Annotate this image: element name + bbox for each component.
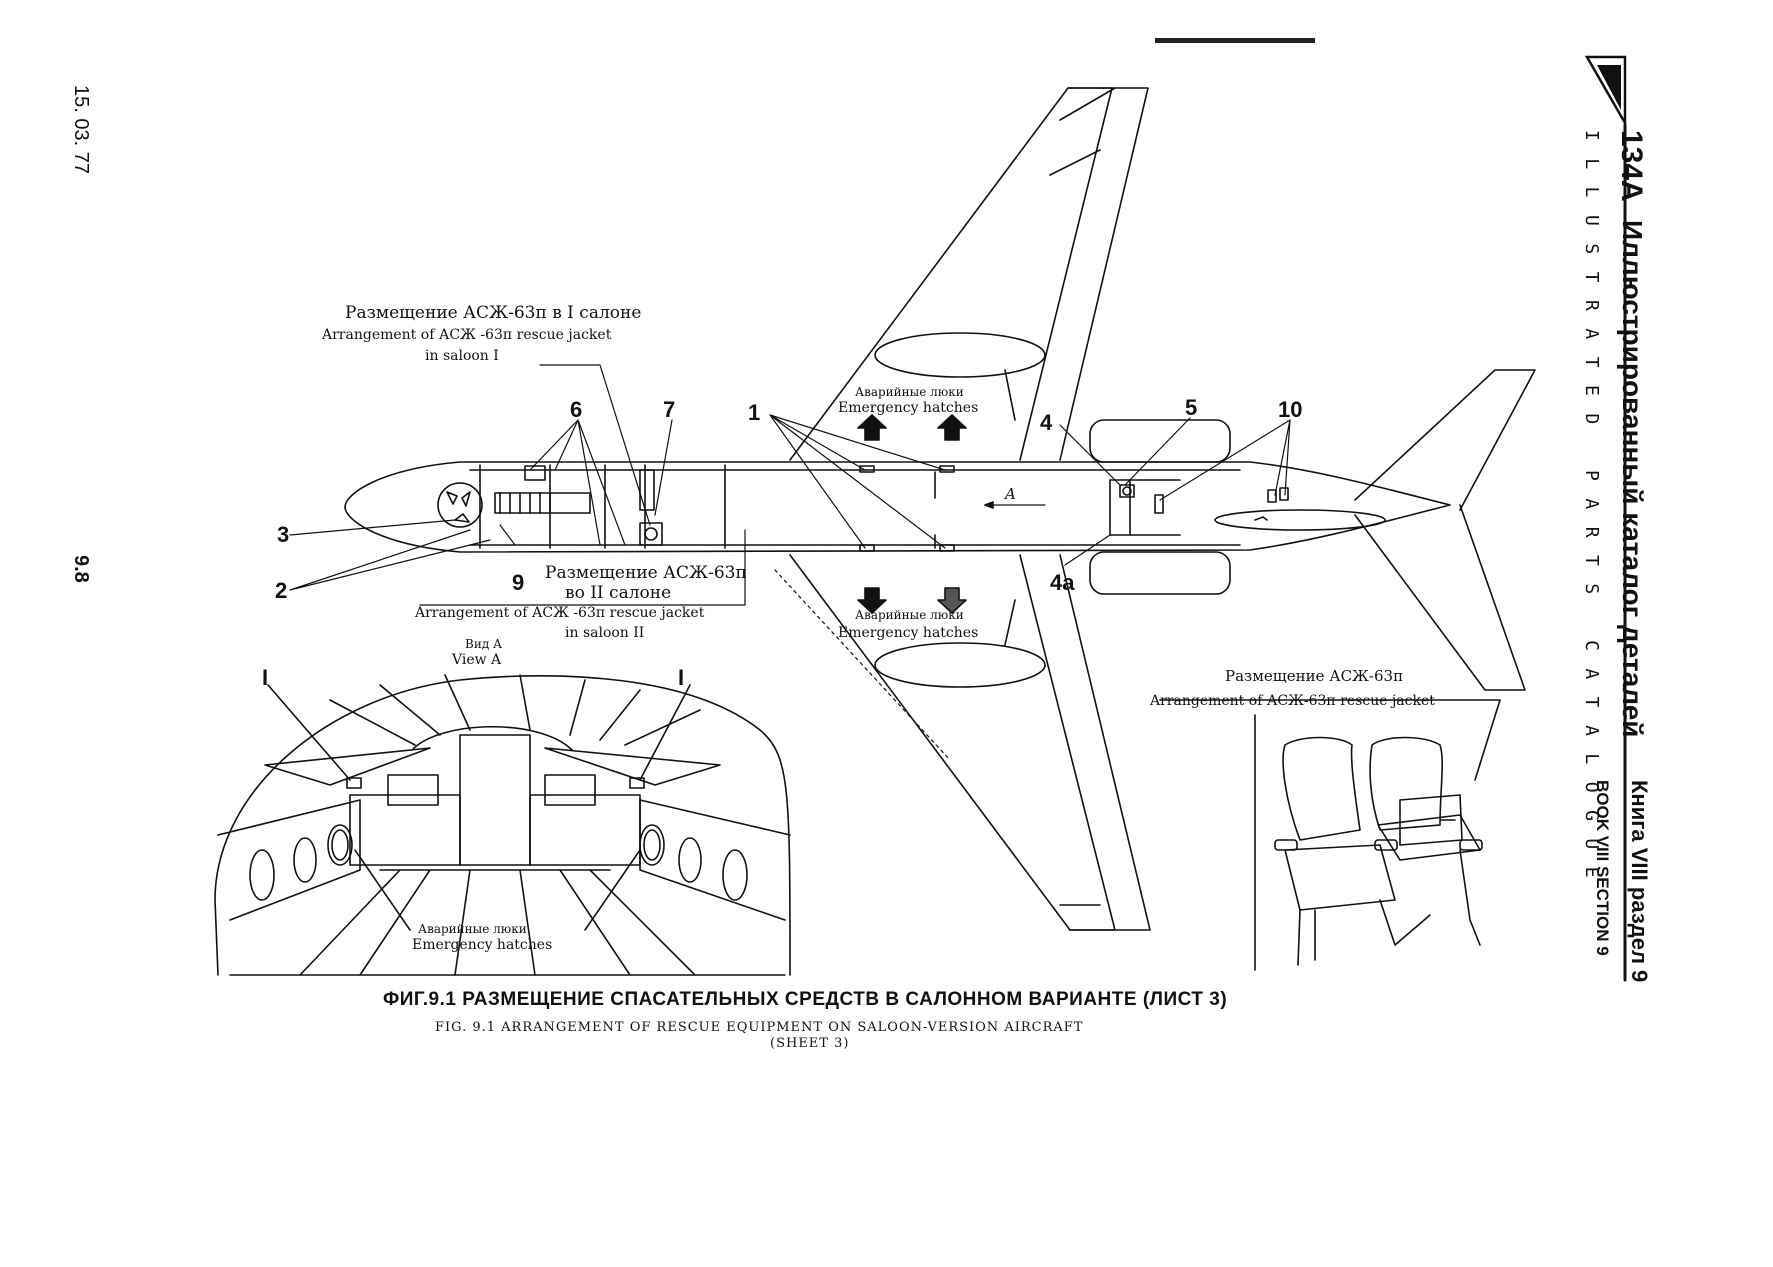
callout-7: 7 bbox=[663, 397, 676, 422]
page-date: 15. 03. 77 bbox=[70, 85, 92, 174]
figure-caption-en-2: (SHEET 3) bbox=[770, 1036, 850, 1051]
view-callout-1-right: I bbox=[678, 665, 685, 690]
saloon1-label-ru: Размещение АСЖ-63п в I салоне bbox=[345, 303, 642, 323]
upper-wing bbox=[789, 87, 1149, 461]
tupolev-logo-icon bbox=[1585, 55, 1627, 125]
section-arrow-label: A bbox=[1005, 485, 1016, 503]
hatches-bottom-ru: Аварийные люки bbox=[855, 608, 964, 622]
view-a-cabin-interior bbox=[214, 674, 791, 976]
hatch-arrows bbox=[857, 414, 967, 614]
callout-10: 10 bbox=[1278, 397, 1303, 422]
saloon1-label-en-2: in saloon I bbox=[425, 348, 499, 364]
hatches-top-en: Emergency hatches bbox=[838, 400, 979, 416]
logo-mark bbox=[1585, 55, 1627, 125]
saloon2-label-ru-2: во II салоне bbox=[565, 583, 672, 603]
book-label-ru: Книга VIII раздел 9 bbox=[1627, 780, 1652, 983]
model-number: 134A bbox=[1615, 130, 1648, 202]
cockpit-seats bbox=[437, 465, 663, 546]
callout-leaders bbox=[289, 414, 1291, 591]
catalog-title-ru: Иллюстрированный каталог деталей bbox=[1617, 220, 1648, 738]
callout-9: 9 bbox=[512, 570, 525, 595]
seat-label-en: Arrangement of АСЖ-63п rescue jacket bbox=[1150, 693, 1435, 709]
figure-caption-en-1: FIG. 9.1 ARRANGEMENT OF RESCUE EQUIPMENT… bbox=[435, 1020, 1084, 1035]
page-number: 9.8 bbox=[70, 555, 92, 583]
view-callout-1-left: I bbox=[262, 665, 269, 690]
passenger-seat-drawing bbox=[1159, 699, 1501, 971]
callout-1: 1 bbox=[748, 400, 761, 425]
view-a-label-en: View A bbox=[452, 652, 502, 668]
hatches-top-ru: Аварийные люки bbox=[855, 385, 964, 399]
seat-label-ru: Размещение АСЖ-63п bbox=[1225, 667, 1404, 685]
emergency-hatch-marks bbox=[859, 465, 955, 552]
callout-3: 3 bbox=[277, 522, 290, 547]
wing-pods bbox=[874, 332, 1046, 688]
saloon1-label-en-1: Arrangement of АСЖ -63п rescue jacket bbox=[322, 327, 612, 343]
book-label-en: BOOK VIII SECTION 9 bbox=[1593, 780, 1612, 956]
view-hatches-en: Emergency hatches bbox=[412, 937, 553, 953]
engine-nacelles bbox=[1089, 419, 1231, 595]
view-a-label-ru: Вид А bbox=[465, 637, 503, 651]
aircraft-plan-view bbox=[344, 87, 1536, 931]
callout-4a: 4a bbox=[1050, 570, 1075, 595]
view-hatches-ru: Аварийные люки bbox=[418, 922, 527, 936]
callout-4: 4 bbox=[1040, 410, 1053, 435]
scan-mark-top bbox=[1155, 38, 1315, 43]
lower-wing bbox=[789, 554, 1151, 931]
saloon-leaders bbox=[419, 364, 951, 761]
callout-2: 2 bbox=[275, 578, 288, 603]
horizontal-stabilizer bbox=[1214, 369, 1536, 691]
saloon2-label-en-1: Arrangement of АСЖ -63п rescue jacket bbox=[415, 605, 705, 621]
tail-jacket-markers bbox=[1267, 487, 1289, 503]
callout-5: 5 bbox=[1185, 395, 1198, 420]
saloon2-label-ru-1: Размещение АСЖ-63п bbox=[545, 563, 747, 583]
saloon2-label-en-2: in saloon II bbox=[565, 625, 645, 641]
figure-caption-ru: ФИГ.9.1 РАЗМЕЩЕНИЕ СПАСАТЕЛЬНЫХ СРЕДСТВ … bbox=[383, 989, 1228, 1010]
callout-6: 6 bbox=[570, 397, 583, 422]
hatches-bottom-en: Emergency hatches bbox=[838, 625, 979, 641]
section-arrow-a bbox=[984, 501, 1046, 509]
